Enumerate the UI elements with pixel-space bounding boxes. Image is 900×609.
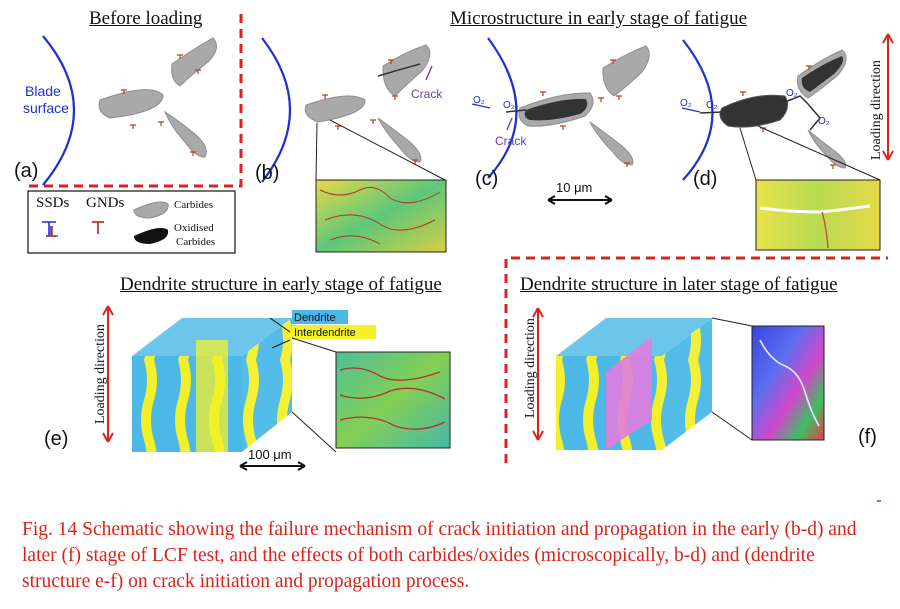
legend-gnds: GNDs (86, 195, 125, 211)
heading-dendrite-early: Dendrite structure in early stage of fat… (120, 274, 442, 295)
schematic-svg: Crack O₂ O₂ Crack 10 μm (27, 14, 894, 502)
block-e-interdendrite-slab (196, 340, 228, 452)
heading-microstructure: Microstructure in early stage of fatigue (450, 8, 748, 29)
crack-line-d2 (784, 95, 821, 131)
oxygen-label-d1: O₂ (680, 98, 692, 109)
heading-dendrite-later: Dendrite structure in later stage of fat… (520, 274, 838, 295)
panel-label-e: (e) (44, 428, 69, 450)
panel-label-c: (c) (475, 168, 499, 190)
crack-label-b: Crack (411, 87, 443, 101)
legend-oxidised: Oxidised (174, 222, 214, 234)
figure-caption: Fig. 14 Schematic showing the failure me… (22, 519, 857, 592)
oxygen-label-d3: O₂ (786, 88, 798, 99)
dendrite-tag-bg (292, 310, 348, 324)
zoom-lines-b (315, 119, 446, 181)
loading-arrow-e-heads (102, 305, 114, 443)
dendrite-pointer (269, 317, 291, 333)
crack-plane-f (606, 336, 652, 450)
blade-surface-curve-b (261, 37, 292, 183)
zoom-lines-f (711, 317, 753, 441)
oxygen-arrow-c (471, 103, 491, 109)
oxygen-label-c1: O₂ (473, 95, 485, 106)
dislocation-marks-a (121, 54, 201, 156)
carbide-a1 (98, 89, 164, 119)
panel-label-b: (b) (255, 162, 280, 184)
micrograph-b-boundaries (319, 186, 441, 245)
blade-surface-curve-a (42, 35, 76, 186)
micrograph-d (755, 179, 881, 251)
micrograph-d-branch (821, 211, 829, 249)
zoom-lines-e (291, 337, 337, 453)
carbide-a2 (171, 37, 218, 87)
heading-before-loading: Before loading (89, 8, 203, 29)
loading-arrow-top-heads (882, 33, 894, 161)
interdendrite-tag: Interdendrite (294, 327, 356, 339)
dendrite-tag: Dendrite (294, 312, 336, 324)
crack-pointer-c (506, 117, 513, 131)
legend-oxidised-carbides: Carbides (176, 236, 216, 248)
separator-f (504, 256, 888, 463)
scale-label-dendrite: 100 μm (248, 447, 292, 462)
scale-bar-micro-arrowheads (547, 195, 613, 205)
oxygen-label-c2: O₂ (503, 100, 515, 111)
surface-label: surface (23, 100, 69, 116)
oxidised-carbide-c1 (524, 98, 588, 121)
crack-pointer-b (425, 65, 433, 81)
loading-label-f: Loading direction (523, 318, 538, 418)
block-e-side (242, 318, 292, 452)
ssd-symbol-icon (42, 221, 56, 237)
carbide-c2 (602, 45, 650, 97)
block-f-side (662, 318, 712, 450)
blade-label: Blade (25, 83, 61, 99)
carbide-c3 (589, 121, 634, 166)
micrograph-e-boundaries (339, 367, 446, 430)
scale-label-micro: 10 μm (556, 180, 592, 195)
zoom-lines-d (739, 125, 881, 181)
ebsd-map-f (751, 325, 825, 441)
legend-carbides: Carbides (174, 199, 214, 211)
loading-label-top: Loading direction (869, 60, 884, 160)
panel-label-a: (a) (14, 160, 39, 182)
micrograph-e (335, 351, 451, 449)
panel-label-f: (f) (858, 426, 877, 448)
dislocation-marks-b (322, 59, 418, 164)
crack-label-c: Crack (495, 134, 527, 148)
legend-oxidised-icon (134, 228, 169, 244)
oxygen-label-d2: O₂ (706, 100, 718, 111)
micrograph-b (315, 179, 447, 253)
separator-a (28, 14, 243, 188)
carbide-a3 (163, 110, 207, 158)
loading-label-e: Loading direction (93, 324, 108, 424)
oxidised-carbide-d2 (801, 56, 843, 92)
loading-arrow-f-heads (532, 307, 544, 441)
ebsd-map-f-crack (759, 339, 820, 427)
dislocation-marks-c (540, 59, 630, 167)
legend-ssds: SSDs (36, 195, 70, 211)
block-e-top (132, 318, 292, 356)
legend-box (27, 190, 236, 254)
gnd-symbol-icon (92, 221, 104, 234)
carbide-b1 (304, 95, 366, 123)
crack-line-c (505, 109, 527, 113)
interdendrite-tag-bg (292, 325, 376, 339)
crack-line-d1 (699, 111, 723, 114)
interdendrite-pointer (271, 339, 291, 349)
block-f-top (556, 318, 712, 356)
oxidised-carbide-d1 (719, 94, 789, 128)
carbide-d3 (807, 129, 847, 169)
ssd-symbol-red-icon (46, 226, 58, 237)
legend-carbide-icon (133, 201, 169, 219)
oxygen-arrow-d (681, 107, 701, 113)
carbide-b2 (382, 44, 431, 97)
carbide-b3 (377, 117, 422, 163)
micrograph-d-crack (759, 204, 871, 214)
scale-bar-dendrite-arrowheads (239, 461, 306, 471)
panel-label-d: (d) (693, 168, 718, 190)
oxygen-label-d4: O₂ (818, 116, 830, 127)
crack-line-b (377, 63, 421, 77)
